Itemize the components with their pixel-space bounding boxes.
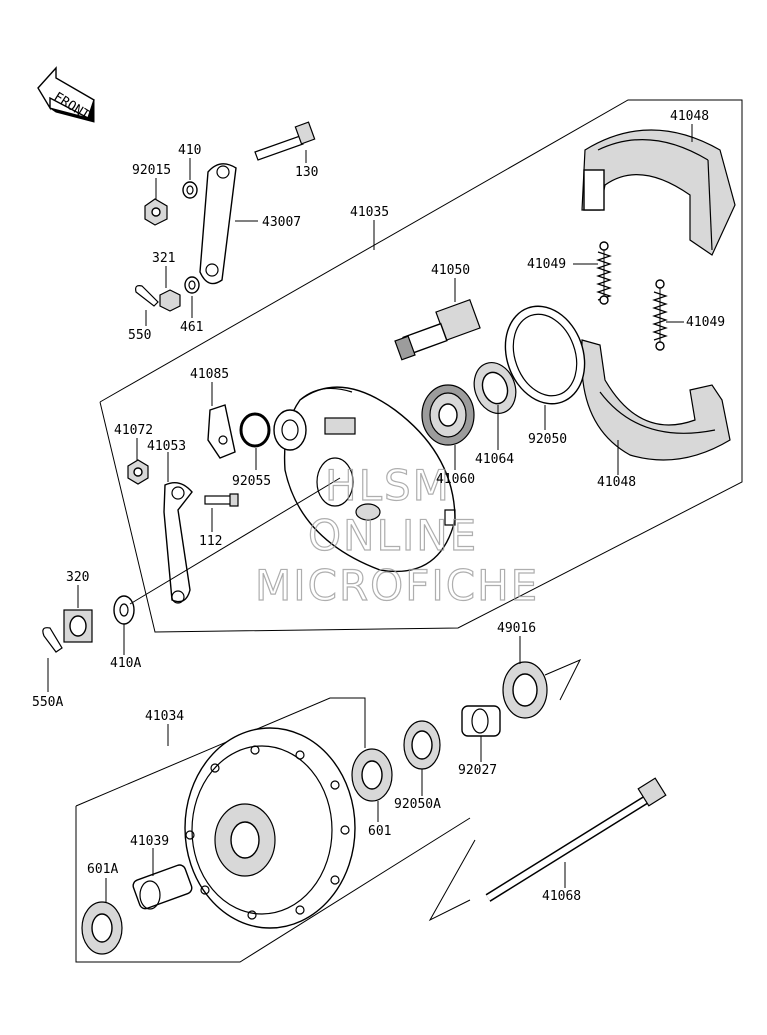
bearing-601A bbox=[81, 901, 123, 955]
label-320: 320 bbox=[66, 570, 89, 585]
label-41039: 41039 bbox=[130, 834, 169, 849]
nut-92015 bbox=[144, 198, 168, 226]
label-112: 112 bbox=[199, 534, 222, 549]
label-461: 461 bbox=[180, 320, 203, 335]
label-92027: 92027 bbox=[458, 763, 497, 778]
label-41064: 41064 bbox=[475, 452, 514, 467]
label-41053: 41053 bbox=[147, 439, 186, 454]
spring-left bbox=[596, 241, 612, 305]
hub-group-outline bbox=[75, 697, 366, 807]
watermark-line-3: MICROFICHE bbox=[255, 561, 539, 610]
wheel-hub-41034 bbox=[184, 727, 356, 929]
brake-group-outline bbox=[99, 99, 743, 633]
label-92015: 92015 bbox=[132, 163, 171, 178]
label-41048-bottom: 41048 bbox=[597, 475, 636, 490]
bearing-92050A bbox=[403, 720, 441, 770]
watermark: HLSM ONLINE MICROFICHE bbox=[254, 460, 539, 610]
castle-nut-321 bbox=[159, 289, 181, 312]
label-41049-right: 41049 bbox=[686, 315, 725, 330]
label-92055: 92055 bbox=[232, 474, 271, 489]
collar-49016 bbox=[502, 661, 548, 719]
spacer-41039 bbox=[132, 864, 193, 910]
leader-lines bbox=[47, 124, 693, 902]
label-601: 601 bbox=[368, 824, 391, 839]
label-41068: 41068 bbox=[542, 889, 581, 904]
bearing-601 bbox=[351, 748, 393, 802]
brake-shoe-top bbox=[581, 129, 736, 256]
label-410A: 410A bbox=[110, 656, 141, 671]
spring-right bbox=[652, 279, 668, 351]
brake-arm-41053 bbox=[163, 482, 193, 604]
cotter-pin-550A bbox=[42, 627, 63, 653]
bracket-41085 bbox=[207, 404, 236, 459]
camshaft-41050 bbox=[394, 298, 481, 361]
label-321: 321 bbox=[152, 251, 175, 266]
part-labels: 41048 41049 41049 41048 41050 41035 130 … bbox=[32, 109, 725, 904]
label-41060: 41060 bbox=[436, 472, 475, 487]
front-arrow-icon: FRONT bbox=[37, 66, 95, 123]
castle-nut-320 bbox=[63, 609, 93, 643]
label-41048-top: 41048 bbox=[670, 109, 709, 124]
washer-461 bbox=[184, 276, 200, 294]
oring-92055 bbox=[239, 412, 271, 448]
label-41072: 41072 bbox=[114, 423, 153, 438]
label-92050A: 92050A bbox=[394, 797, 441, 812]
cotter-pin-550 bbox=[135, 285, 159, 307]
label-410: 410 bbox=[178, 143, 201, 158]
washer-410A bbox=[113, 595, 135, 625]
brake-panel bbox=[273, 386, 456, 573]
gear-41060 bbox=[421, 384, 475, 446]
label-130: 130 bbox=[295, 165, 318, 180]
label-41085: 41085 bbox=[190, 367, 229, 382]
lever-43007 bbox=[199, 163, 237, 285]
label-49016: 49016 bbox=[497, 621, 536, 636]
spacer-92027 bbox=[461, 705, 501, 737]
label-550A: 550A bbox=[32, 695, 63, 710]
label-550: 550 bbox=[128, 328, 151, 343]
label-41035: 41035 bbox=[350, 205, 389, 220]
bolt-130 bbox=[254, 121, 316, 161]
axle-41068 bbox=[485, 777, 667, 902]
label-43007: 43007 bbox=[262, 215, 301, 230]
label-41034: 41034 bbox=[145, 709, 184, 724]
label-41049-left: 41049 bbox=[527, 257, 566, 272]
watermark-line-1: HLSM bbox=[325, 461, 451, 510]
bolt-112 bbox=[204, 493, 239, 507]
watermark-line-2: ONLINE bbox=[308, 511, 478, 560]
seal-92050 bbox=[504, 305, 586, 405]
label-41050: 41050 bbox=[431, 263, 470, 278]
nut-41072 bbox=[127, 459, 149, 485]
brake-shoe-bottom bbox=[581, 339, 731, 461]
washer-410 bbox=[182, 181, 198, 199]
washer-41064 bbox=[473, 362, 517, 414]
label-92050: 92050 bbox=[528, 432, 567, 447]
label-601A: 601A bbox=[87, 862, 118, 877]
